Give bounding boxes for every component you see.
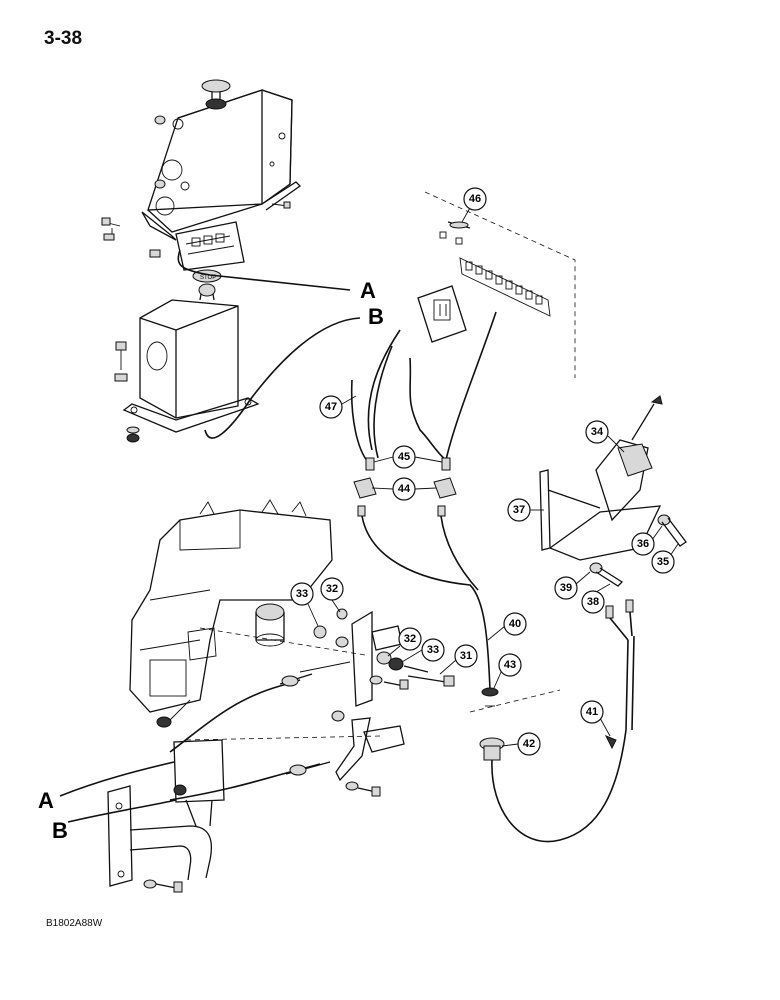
callout-37: 37: [507, 498, 531, 522]
callout-44: 44: [392, 477, 416, 501]
callout-34: 34: [585, 420, 609, 444]
stop-knob-label: STOP: [200, 275, 216, 281]
page-number: 3-38: [44, 28, 83, 49]
engine-block: [129, 499, 333, 728]
svg-text:33: 33: [427, 644, 439, 656]
callout-45: 45: [392, 445, 416, 469]
figure-code: B1802A88W: [46, 918, 103, 929]
svg-text:37: 37: [513, 504, 525, 516]
callout-43: 43: [498, 653, 522, 677]
wiring-harness: [350, 311, 561, 713]
svg-text:44: 44: [398, 483, 411, 495]
callout-38: 38: [581, 590, 605, 614]
callout-32-top: 32: [320, 577, 344, 601]
svg-text:36: 36: [637, 538, 649, 550]
callout-33-right: 33: [421, 638, 445, 662]
svg-text:39: 39: [560, 582, 572, 594]
svg-text:46: 46: [469, 193, 481, 205]
svg-text:42: 42: [523, 738, 535, 750]
callout-31: 31: [454, 644, 478, 668]
cable-label-a-lower: A: [38, 788, 54, 813]
callout-46: 46: [463, 187, 487, 211]
svg-text:34: 34: [591, 426, 604, 438]
svg-text:45: 45: [398, 451, 410, 463]
svg-text:47: 47: [325, 401, 337, 413]
callout-42: 42: [517, 732, 541, 756]
stop-linkage: [169, 608, 455, 753]
cable-label-b-upper: B: [368, 304, 384, 329]
callout-40: 40: [503, 612, 527, 636]
switch-and-cable: [479, 599, 635, 843]
cable-label-b-lower: B: [52, 818, 68, 843]
callout-47: 47: [319, 395, 343, 419]
callout-33-left: 33: [290, 582, 314, 606]
svg-text:35: 35: [657, 556, 669, 568]
control-console-lower: STOP: [114, 269, 260, 443]
svg-text:38: 38: [587, 596, 599, 608]
svg-text:32: 32: [326, 583, 338, 595]
svg-text:43: 43: [504, 659, 516, 671]
throttle-linkage: [169, 710, 405, 801]
control-console-upper: [101, 79, 302, 271]
svg-text:41: 41: [586, 706, 598, 718]
svg-text:33: 33: [296, 588, 308, 600]
svg-text:40: 40: [509, 618, 521, 630]
cable-b-lower: B: [52, 799, 177, 843]
cable-label-a-upper: A: [360, 278, 376, 303]
callout-35: 35: [651, 550, 675, 574]
cable-mount-bracket: [107, 739, 225, 893]
fuse-panel: [417, 191, 576, 378]
svg-text:32: 32: [404, 633, 416, 645]
callout-36: 36: [631, 532, 655, 556]
cable-a-lower: A: [38, 761, 175, 813]
callout-numbers: 46 47 45 44 34 37 36: [290, 187, 679, 756]
cable-b-upper: B: [204, 304, 384, 439]
callout-41: 41: [580, 700, 604, 724]
cable-a-upper: A: [177, 249, 376, 303]
throttle-pedal: [539, 395, 687, 587]
svg-text:31: 31: [460, 650, 472, 662]
callout-32-right: 32: [398, 627, 422, 651]
callout-39: 39: [554, 576, 578, 600]
